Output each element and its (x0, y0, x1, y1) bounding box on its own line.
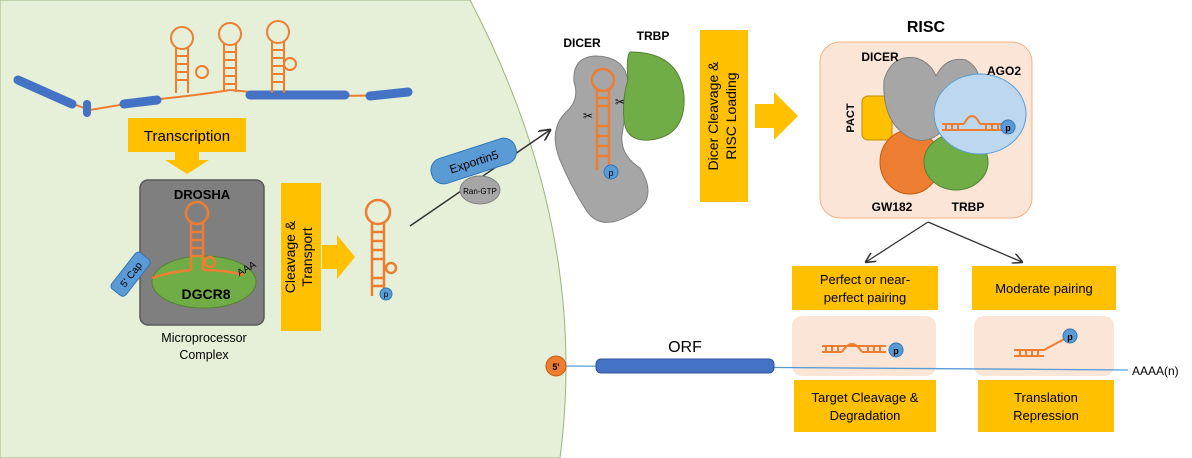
orf-label: ORF (668, 339, 702, 356)
dicer-step-label-1: Dicer Cleavage & (705, 61, 721, 171)
gw182-label: GW182 (872, 200, 913, 214)
risc-trbp-label: TRBP (952, 200, 985, 214)
pact-label: PACT (845, 103, 857, 132)
moderate-label: Moderate pairing (995, 281, 1093, 296)
target-cleavage-label-1: Target Cleavage & (812, 390, 919, 405)
dgcr8-label: DGCR8 (181, 286, 230, 302)
microprocessor-complex: DROSHA DGCR8 5' Cap AAA Microprocessor C… (110, 179, 265, 362)
scissors-icon-left: ✂ (583, 109, 593, 123)
translation-label-2: Repression (1013, 408, 1079, 423)
perfect-pairing-outcome: Perfect or near- perfect pairing p Targe… (792, 266, 938, 432)
transcription-label: Transcription (144, 128, 230, 145)
primary-transcript (13, 20, 413, 117)
perfect-label-2: perfect pairing (824, 290, 906, 305)
trbp-label: TRBP (637, 29, 670, 43)
dicer-phosphate-label: p (608, 168, 613, 178)
dicer-trbp-complex: DICER TRBP ✂ ✂ p (554, 29, 685, 223)
svg-text:p: p (384, 290, 389, 299)
transcription-step: Transcription (128, 118, 246, 174)
polya-tail-label: AAAA(n) (1132, 364, 1179, 378)
ago2-label: AGO2 (987, 64, 1021, 78)
rangtp-label: Ran-GTP (463, 187, 497, 196)
drosha-label: DROSHA (174, 187, 231, 202)
cleavage-label-2: Transport (299, 227, 315, 287)
five-prime-label: 5' (552, 362, 559, 372)
scissors-icon-right: ✂ (615, 95, 625, 109)
dicer-step-label-2: RISC Loading (723, 72, 739, 159)
risc-phosphate-label: p (1005, 123, 1011, 133)
microprocessor-label-2: Complex (179, 348, 229, 362)
target-cleavage-label-2: Degradation (830, 408, 901, 423)
svg-text:p: p (893, 346, 899, 356)
cleavage-label-1: Cleavage & (282, 220, 298, 293)
translation-label-1: Translation (1014, 390, 1078, 405)
moderate-pairing-outcome: Moderate pairing p Translation Repressio… (972, 266, 1116, 432)
risc-dicer-label: DICER (861, 50, 899, 64)
dicer-cleavage-step: Dicer Cleavage & RISC Loading (700, 30, 798, 202)
target-mrna: 5' ORF AAAA(n) (545, 339, 1179, 378)
svg-text:p: p (1067, 332, 1073, 342)
perfect-label-1: Perfect or near- (820, 272, 910, 287)
cleavage-transport-step: Cleavage & Transport (281, 183, 355, 331)
risc-title: RISC (907, 19, 946, 36)
dicer-label: DICER (563, 36, 601, 50)
microprocessor-label-1: Microprocessor (161, 331, 246, 345)
pre-mirna-hairpin: p (364, 198, 398, 301)
risc-complex: RISC PACT p DICER AGO2 GW182 TRBP (819, 19, 1033, 219)
